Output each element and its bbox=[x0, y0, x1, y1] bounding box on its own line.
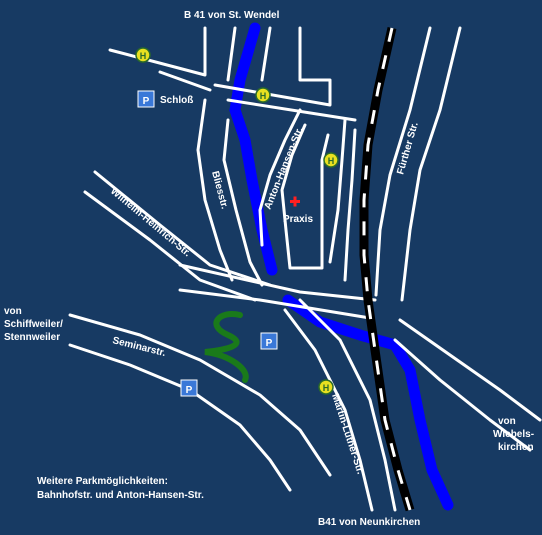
svg-text:P: P bbox=[266, 338, 273, 349]
bus-stop-icon: H bbox=[135, 47, 151, 63]
svg-text:H: H bbox=[260, 91, 267, 101]
note-line-2: Bahnhofstr. und Anton-Hansen-Str. bbox=[37, 490, 204, 501]
bus-stop-icon: H bbox=[323, 152, 339, 168]
svg-text:H: H bbox=[323, 383, 330, 393]
parking-icon: P bbox=[137, 90, 155, 108]
label-left-1: von bbox=[4, 306, 22, 317]
label-left-2: Schiffweiler/ bbox=[4, 319, 63, 330]
label-left-3: Stennweiler bbox=[4, 332, 60, 343]
note-line-1: Weitere Parkmöglichkeiten: bbox=[37, 476, 168, 487]
label-right-2: Wiebels- bbox=[493, 429, 534, 440]
label-schloss: Schloß bbox=[160, 95, 193, 106]
railway-track bbox=[359, 27, 415, 512]
svg-text:P: P bbox=[143, 96, 150, 107]
red-cross-icon bbox=[290, 196, 300, 207]
svg-text:P: P bbox=[186, 385, 193, 396]
label-praxis: Praxis bbox=[283, 214, 313, 225]
park-path bbox=[204, 311, 249, 383]
label-bottom-road: B41 von Neunkirchen bbox=[318, 517, 420, 528]
river-blies-south bbox=[282, 294, 454, 511]
river-blies-north bbox=[229, 22, 278, 276]
label-right-3: kirchen bbox=[498, 442, 534, 453]
railway-dashes bbox=[362, 27, 412, 511]
street-martin-luther: Martin-Luther-Str. bbox=[329, 393, 365, 476]
street-seminar: Seminarstr. bbox=[111, 335, 167, 359]
street-wilhelm-heinrich: Wilhelm-Heinrich-Str. bbox=[108, 186, 193, 260]
label-top-road: B 41 von St. Wendel bbox=[184, 10, 280, 21]
parking-icon: P bbox=[180, 379, 198, 397]
svg-text:H: H bbox=[328, 156, 335, 166]
bus-stop-icon: H bbox=[255, 87, 271, 103]
bus-stop-icon: H bbox=[318, 379, 334, 395]
road-network bbox=[68, 26, 542, 512]
label-right-1: von bbox=[498, 416, 516, 427]
parking-icon: P bbox=[260, 332, 278, 350]
svg-text:H: H bbox=[140, 51, 147, 61]
